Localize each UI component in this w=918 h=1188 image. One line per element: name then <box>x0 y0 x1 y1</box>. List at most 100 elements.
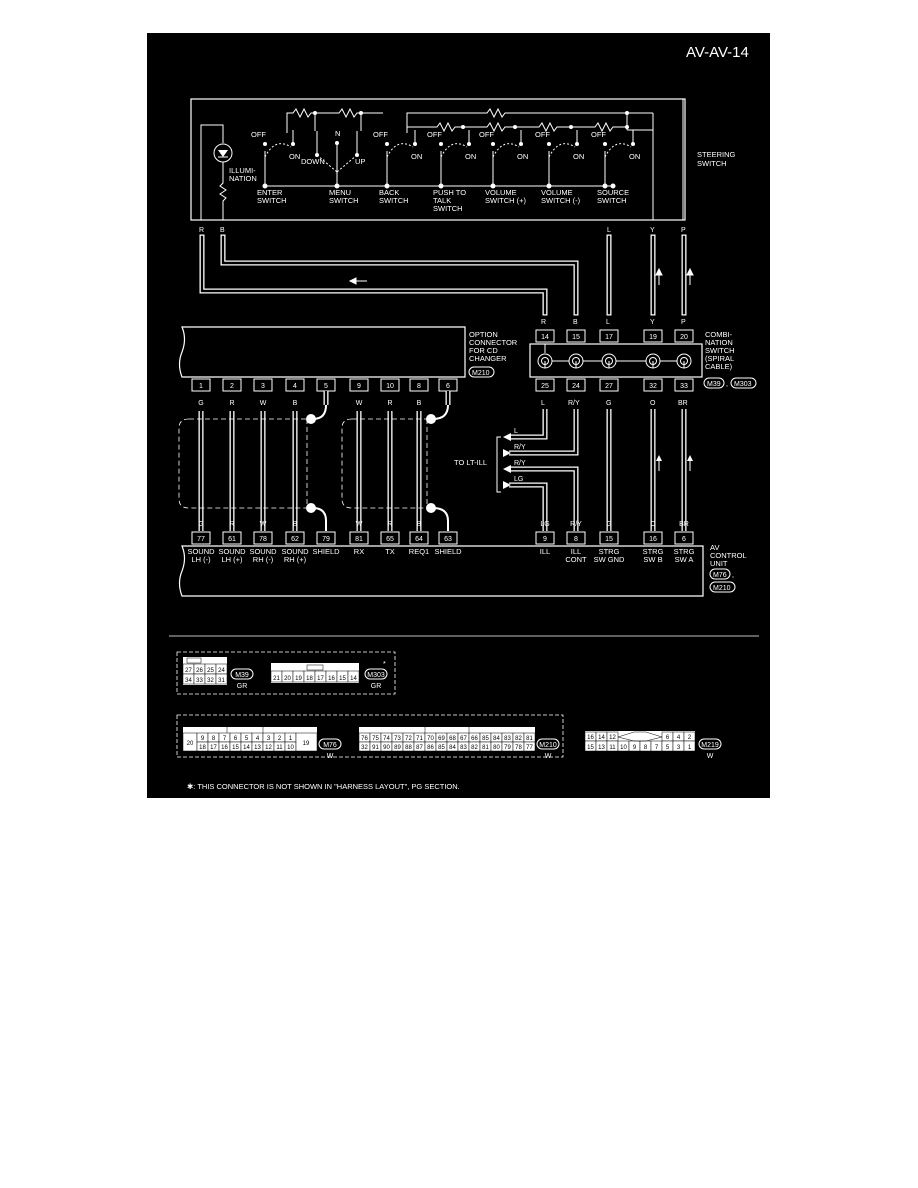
resistor-ladder <box>286 99 684 220</box>
av-wire-color-0: G <box>198 521 203 528</box>
av-control-unit-box <box>178 545 704 597</box>
av-pin-12: 16 <box>649 536 657 543</box>
opt-pin-box-6 <box>380 378 400 392</box>
av-function-2-1: RH (-) <box>253 555 274 564</box>
shield-node-top-1 <box>426 414 436 424</box>
av-function-11-0: STRG <box>599 547 620 556</box>
opt-pin-6: 10 <box>386 383 394 390</box>
svg-text:,: , <box>726 381 728 388</box>
av-pin-box-13 <box>674 531 694 545</box>
opt-wire-color-6: B <box>417 400 422 407</box>
switch-2-contact-off <box>385 142 389 146</box>
cs-bottom-pin-4: 33 <box>680 383 688 390</box>
cs-bottom-pin-box-0 <box>535 378 555 392</box>
av-pin-box-7 <box>409 531 429 545</box>
lt-ill-wire-label-2: R/Y <box>514 460 526 467</box>
av-pin-box-12 <box>643 531 663 545</box>
av-pin-box-6 <box>380 531 400 545</box>
m210-r2-label-6: 86 <box>427 745 434 751</box>
m210-r1-label-15: 81 <box>526 736 533 742</box>
switch-2-off-label: OFF <box>373 130 388 139</box>
m210-r1-label-3: 73 <box>394 736 401 742</box>
cs-connector-m39-badge <box>703 377 725 389</box>
m219-r2-label-5: 8 <box>644 745 648 751</box>
steering-switch-box <box>190 98 686 221</box>
option-connector-label-4: CHANGER <box>469 354 507 363</box>
av-function-1-0: SOUND <box>218 547 246 556</box>
av-wire-color-10: O <box>650 521 656 528</box>
switch-3-arm <box>440 143 468 158</box>
m76-r1-label-6: 3 <box>267 736 271 742</box>
switch-1-arm-right <box>336 154 358 173</box>
av-label-3: UNIT <box>710 559 728 568</box>
lt-ill-wire-label-3: LG <box>514 476 523 483</box>
m219-r2-label-7: 5 <box>666 745 670 751</box>
m76-id: M76 <box>323 742 337 749</box>
cs-top-pin-4: 20 <box>680 334 688 341</box>
m210-badge <box>536 738 560 750</box>
switch-4-on-label: ON <box>517 152 528 161</box>
m210-r1-label-4: 72 <box>405 736 412 742</box>
opt-pin-box-0 <box>191 378 211 392</box>
m210-r2-label-15: 77 <box>526 745 533 751</box>
av-connector-m76: M76 <box>713 572 727 579</box>
switch-6-name-0: SOURCE <box>597 188 629 197</box>
cs-bottom-color-1: L <box>541 400 545 407</box>
shield-lines <box>178 418 428 509</box>
ss-wire-b: B <box>220 227 225 234</box>
m219-r2-label-0: 15 <box>587 745 594 751</box>
av-pin-2: 78 <box>259 536 267 543</box>
m303-label-6: 15 <box>339 676 346 682</box>
opt-wire-color-1: R <box>229 400 234 407</box>
m76-key <box>226 722 264 733</box>
m219-r1b-label-0: 6 <box>666 735 670 741</box>
m210-r2-label-12: 80 <box>493 745 500 751</box>
m39-r2-label-0: 34 <box>185 678 192 684</box>
m210-r1-label-0: 76 <box>361 736 368 742</box>
connector-group-1 <box>176 651 396 695</box>
bus-junction <box>610 183 616 189</box>
svg-text:,: , <box>732 572 734 579</box>
m303-label-7: 14 <box>350 676 357 682</box>
m76-r1-label-0: 9 <box>201 736 205 742</box>
cs-connector-m303-badge <box>730 377 757 389</box>
steering-switch-label-1: STEERING <box>697 150 736 159</box>
switch-1-right-label: UP <box>355 157 365 166</box>
connector-group-2 <box>176 714 564 758</box>
av-function-3-1: RH (+) <box>284 555 307 564</box>
cs-top-pin-box-4 <box>674 329 694 343</box>
switch-1-name-1: SWITCH <box>329 196 359 205</box>
av-wire-color-3: B <box>293 521 298 528</box>
opt-pin-2: 3 <box>261 383 265 390</box>
m76-r1-label-7: 2 <box>278 736 282 742</box>
option-connector-box <box>178 326 466 378</box>
cs-bottom-pin-2: 27 <box>605 383 613 390</box>
av-function-13-0: STRG <box>674 547 695 556</box>
av-function-10-1: CONT <box>565 555 587 564</box>
m76-r2-label-8: 10 <box>287 745 294 751</box>
av-connector-m210: M210 <box>713 585 731 592</box>
cs-connector-m303: M303 <box>734 381 752 388</box>
opt-pin-7: 8 <box>417 383 421 390</box>
signal-arrows <box>348 267 694 285</box>
av-function-7-0: REQ1 <box>409 547 429 556</box>
m39-id: M39 <box>235 672 249 679</box>
shield-node-bottom-0 <box>306 503 316 513</box>
illumination-label-1: ILLUMI- <box>229 166 256 175</box>
switch-0-on-label: ON <box>289 152 300 161</box>
m210-r2-label-8: 84 <box>449 745 456 751</box>
opt-wire-color-0: G <box>198 400 203 407</box>
m210-r2-label-10: 82 <box>471 745 478 751</box>
m39-r1-label-2: 25 <box>207 668 214 674</box>
m76-r2-label-4: 14 <box>243 745 250 751</box>
switch-4-name-0: VOLUME <box>485 188 517 197</box>
m76-r1-label-5: 4 <box>256 736 260 742</box>
cs-bottom-color-3: G <box>606 400 611 407</box>
m303-label-0: 21 <box>273 676 280 682</box>
cs-bottom-pin-box-3 <box>643 378 663 392</box>
cs-label-4: (SPIRAL <box>705 354 734 363</box>
